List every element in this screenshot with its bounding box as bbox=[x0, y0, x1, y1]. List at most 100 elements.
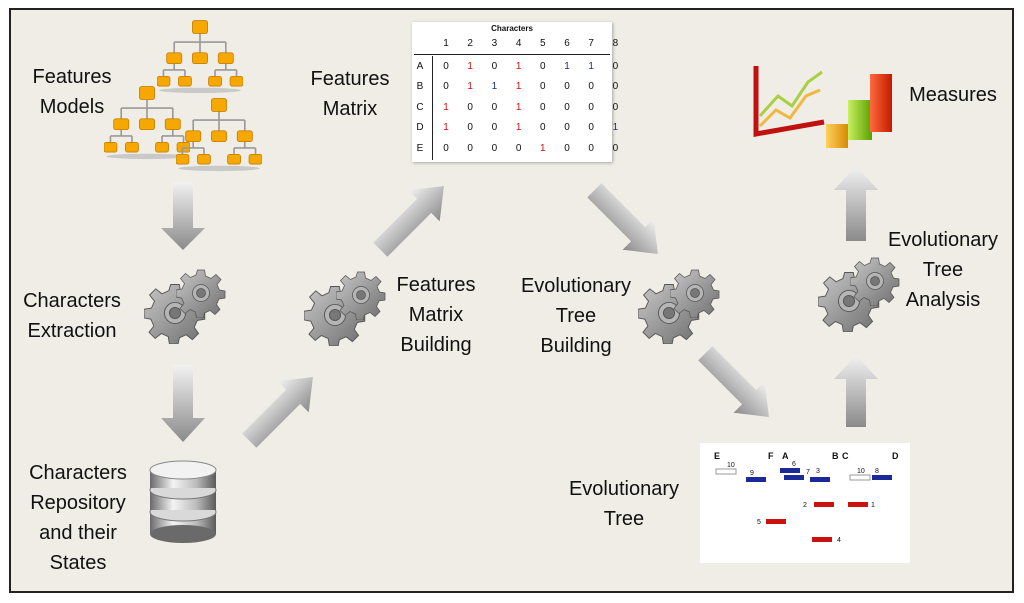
characters-extraction-label: Characters Extraction bbox=[23, 290, 121, 342]
database-icon bbox=[149, 460, 217, 543]
matrix-cell: 1 bbox=[515, 60, 522, 72]
tree-taxon-label: D bbox=[892, 451, 899, 461]
matrix-row-header: A bbox=[416, 60, 424, 72]
matrix-cell: 1 bbox=[443, 122, 449, 133]
matrix-cell: 0 bbox=[612, 60, 619, 72]
matrix-cell: 0 bbox=[467, 122, 473, 133]
matrix-column-header: 1 bbox=[443, 38, 449, 49]
tree-taxon-label: B bbox=[832, 451, 839, 461]
features-models-label: Features Models bbox=[32, 66, 112, 118]
evolutionary-tree-building-label: Evolutionary Tree Building bbox=[520, 275, 632, 357]
arrow-matrix-building-to-matrix bbox=[373, 186, 444, 257]
matrix-cell: 1 bbox=[467, 60, 473, 72]
tree-change-label: 4 bbox=[837, 537, 841, 544]
features-matrix-building-label: Features Matrix Building bbox=[396, 274, 476, 356]
matrix-row-header: B bbox=[416, 81, 424, 92]
arrow-repository-to-matrix-building bbox=[242, 377, 313, 448]
tree-taxon-label: A bbox=[782, 451, 789, 461]
matrix-title: Characters bbox=[491, 24, 533, 33]
matrix-cell: 0 bbox=[491, 142, 498, 154]
arrow-matrix-to-tree-building bbox=[587, 183, 658, 254]
matrix-cell: 0 bbox=[443, 81, 449, 92]
evolutionary-tree-analysis-label: Evolutionary Tree Analysis bbox=[887, 229, 999, 311]
matrix-cell: 1 bbox=[515, 122, 522, 133]
matrix-cell: 0 bbox=[540, 60, 546, 72]
matrix-cell: 0 bbox=[564, 81, 570, 92]
matrix-cell: 0 bbox=[491, 101, 498, 113]
matrix-cell: 0 bbox=[491, 122, 498, 133]
matrix-row-divider bbox=[432, 56, 433, 160]
tree-taxon-label: E bbox=[714, 451, 720, 461]
matrix-cell: 0 bbox=[588, 101, 594, 113]
evolutionary-tree-panel: E F A B C D 10 9 6 7 3 10 8 bbox=[700, 443, 910, 563]
tree-change-label: 8 bbox=[875, 468, 879, 475]
tree-change-label: 6 bbox=[792, 461, 796, 468]
matrix-cell: 0 bbox=[467, 101, 473, 113]
tree-change-label: 2 bbox=[803, 502, 807, 509]
tree-change-label: 10 bbox=[727, 462, 735, 469]
tree-change-label: 10 bbox=[857, 468, 865, 475]
features-matrix-label: Features Matrix bbox=[310, 68, 390, 120]
matrix-column-header: 7 bbox=[588, 38, 594, 49]
matrix-column-header: 6 bbox=[564, 38, 570, 49]
tree-change-label: 7 bbox=[806, 469, 810, 476]
tree-change-label: 9 bbox=[750, 470, 754, 477]
measures-label: Measures bbox=[909, 84, 997, 106]
tree-change-label: 3 bbox=[816, 468, 820, 475]
matrix-header-divider bbox=[414, 54, 610, 55]
matrix-cell: 1 bbox=[467, 81, 473, 92]
matrix-cell: 0 bbox=[564, 142, 570, 154]
matrix-cell: 0 bbox=[612, 101, 619, 113]
matrix-cell: 1 bbox=[588, 60, 594, 72]
matrix-column-header: 3 bbox=[491, 38, 498, 49]
matrix-row-header: C bbox=[416, 101, 424, 113]
features-models-icon bbox=[104, 19, 262, 172]
matrix-cell: 0 bbox=[515, 142, 522, 154]
arrow-tree-building-to-tree bbox=[698, 346, 769, 417]
matrix-cell: 1 bbox=[515, 101, 522, 113]
matrix-cell: 0 bbox=[612, 81, 619, 92]
matrix-cell: 1 bbox=[515, 81, 522, 92]
matrix-cell: 1 bbox=[540, 142, 546, 154]
tree-change-label: 1 bbox=[871, 502, 875, 509]
matrix-row-header: E bbox=[416, 142, 424, 154]
matrix-cell: 0 bbox=[588, 142, 594, 154]
matrix-cell: 1 bbox=[564, 60, 570, 72]
matrix-row-header: D bbox=[416, 122, 424, 133]
tree-change-label: 5 bbox=[757, 519, 761, 526]
tree-taxon-label: F bbox=[768, 451, 774, 461]
tree-taxon-label: C bbox=[842, 451, 849, 461]
arrow-analysis-to-measures bbox=[834, 166, 878, 241]
evolutionary-tree-label: Evolutionary Tree bbox=[568, 478, 680, 530]
gear-icon bbox=[144, 269, 226, 344]
matrix-cell: 0 bbox=[443, 142, 449, 154]
matrix-cell: 0 bbox=[564, 122, 570, 133]
matrix-column-header: 2 bbox=[467, 38, 473, 49]
matrix-column-header: 5 bbox=[540, 38, 546, 49]
characters-repository-label: Characters Repository and their States bbox=[29, 462, 127, 574]
matrix-cell: 0 bbox=[540, 81, 546, 92]
matrix-cell: 0 bbox=[564, 101, 570, 113]
matrix-cell: 0 bbox=[491, 60, 498, 72]
matrix-cell: 0 bbox=[612, 142, 619, 154]
arrow-models-to-extraction bbox=[161, 182, 205, 250]
gear-icon bbox=[304, 271, 386, 346]
matrix-cell: 0 bbox=[443, 60, 449, 72]
matrix-column-header: 4 bbox=[515, 38, 522, 49]
gear-icon bbox=[638, 269, 720, 344]
measures-chart-icon bbox=[753, 66, 892, 148]
matrix-cell: 0 bbox=[588, 122, 594, 133]
matrix-cell: 1 bbox=[491, 81, 498, 92]
matrix-cell: 1 bbox=[612, 122, 619, 133]
flow-arrows bbox=[161, 166, 878, 448]
matrix-cell: 0 bbox=[467, 142, 473, 154]
arrow-tree-to-analysis bbox=[834, 355, 878, 427]
matrix-column-header: 8 bbox=[612, 38, 619, 49]
matrix-cell: 1 bbox=[443, 101, 449, 113]
matrix-cell: 0 bbox=[540, 122, 546, 133]
matrix-cell: 0 bbox=[540, 101, 546, 113]
matrix-cell: 0 bbox=[588, 81, 594, 92]
arrow-extraction-to-repository bbox=[161, 365, 205, 442]
